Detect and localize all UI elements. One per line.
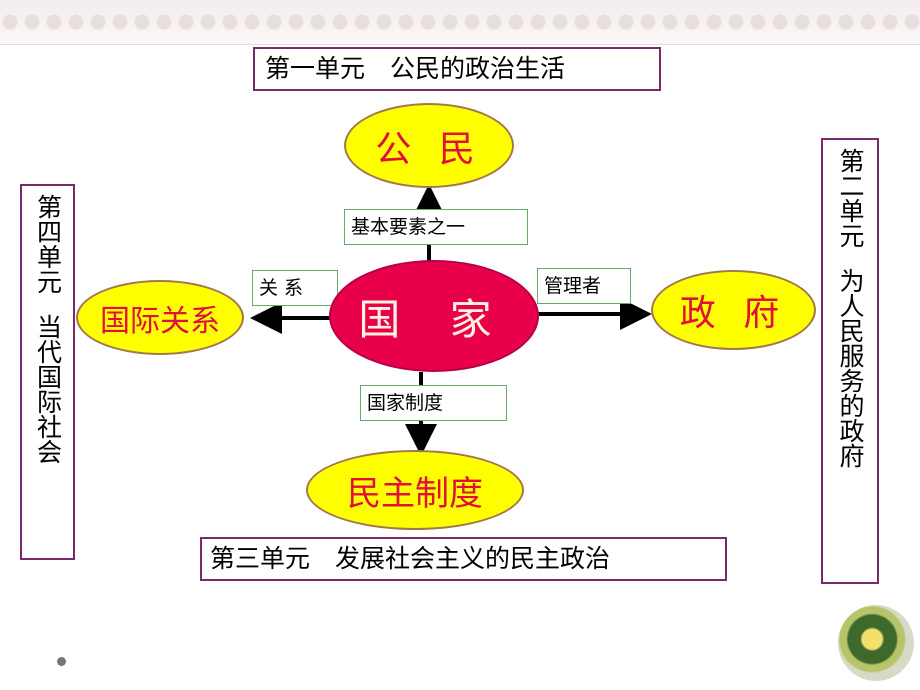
edge-label-basic-element: 基本要素之一 bbox=[344, 209, 528, 245]
unit2-subtitle: 为人民服务的政府 bbox=[836, 268, 865, 468]
node-democratic-system: 民主制度 bbox=[306, 450, 524, 530]
node-international-relations: 国际关系 bbox=[76, 280, 244, 355]
unit1-title-box: 第一单元 公民的政治生活 bbox=[253, 47, 661, 91]
decorative-flower-image bbox=[838, 605, 914, 681]
unit2-title: 第二单元 bbox=[836, 148, 865, 248]
unit4-subtitle: 当代国际社会 bbox=[33, 314, 63, 464]
unit2-title-box: 第二单元 为人民服务的政府 bbox=[821, 138, 879, 584]
bullet-dot bbox=[57, 657, 66, 666]
node-government: 政 府 bbox=[651, 270, 816, 350]
unit4-title: 第四单元 bbox=[33, 194, 63, 294]
node-state: 国 家 bbox=[329, 260, 539, 372]
edge-label-state-system: 国家制度 bbox=[360, 385, 507, 421]
unit4-title-box: 第四单元 当代国际社会 bbox=[20, 184, 75, 560]
node-citizen: 公 民 bbox=[344, 103, 514, 188]
edge-label-relation: 关 系 bbox=[252, 270, 338, 306]
decorative-top-border bbox=[0, 0, 920, 45]
edge-label-manager: 管理者 bbox=[537, 268, 631, 304]
unit3-title-box: 第三单元 发展社会主义的民主政治 bbox=[200, 537, 727, 581]
